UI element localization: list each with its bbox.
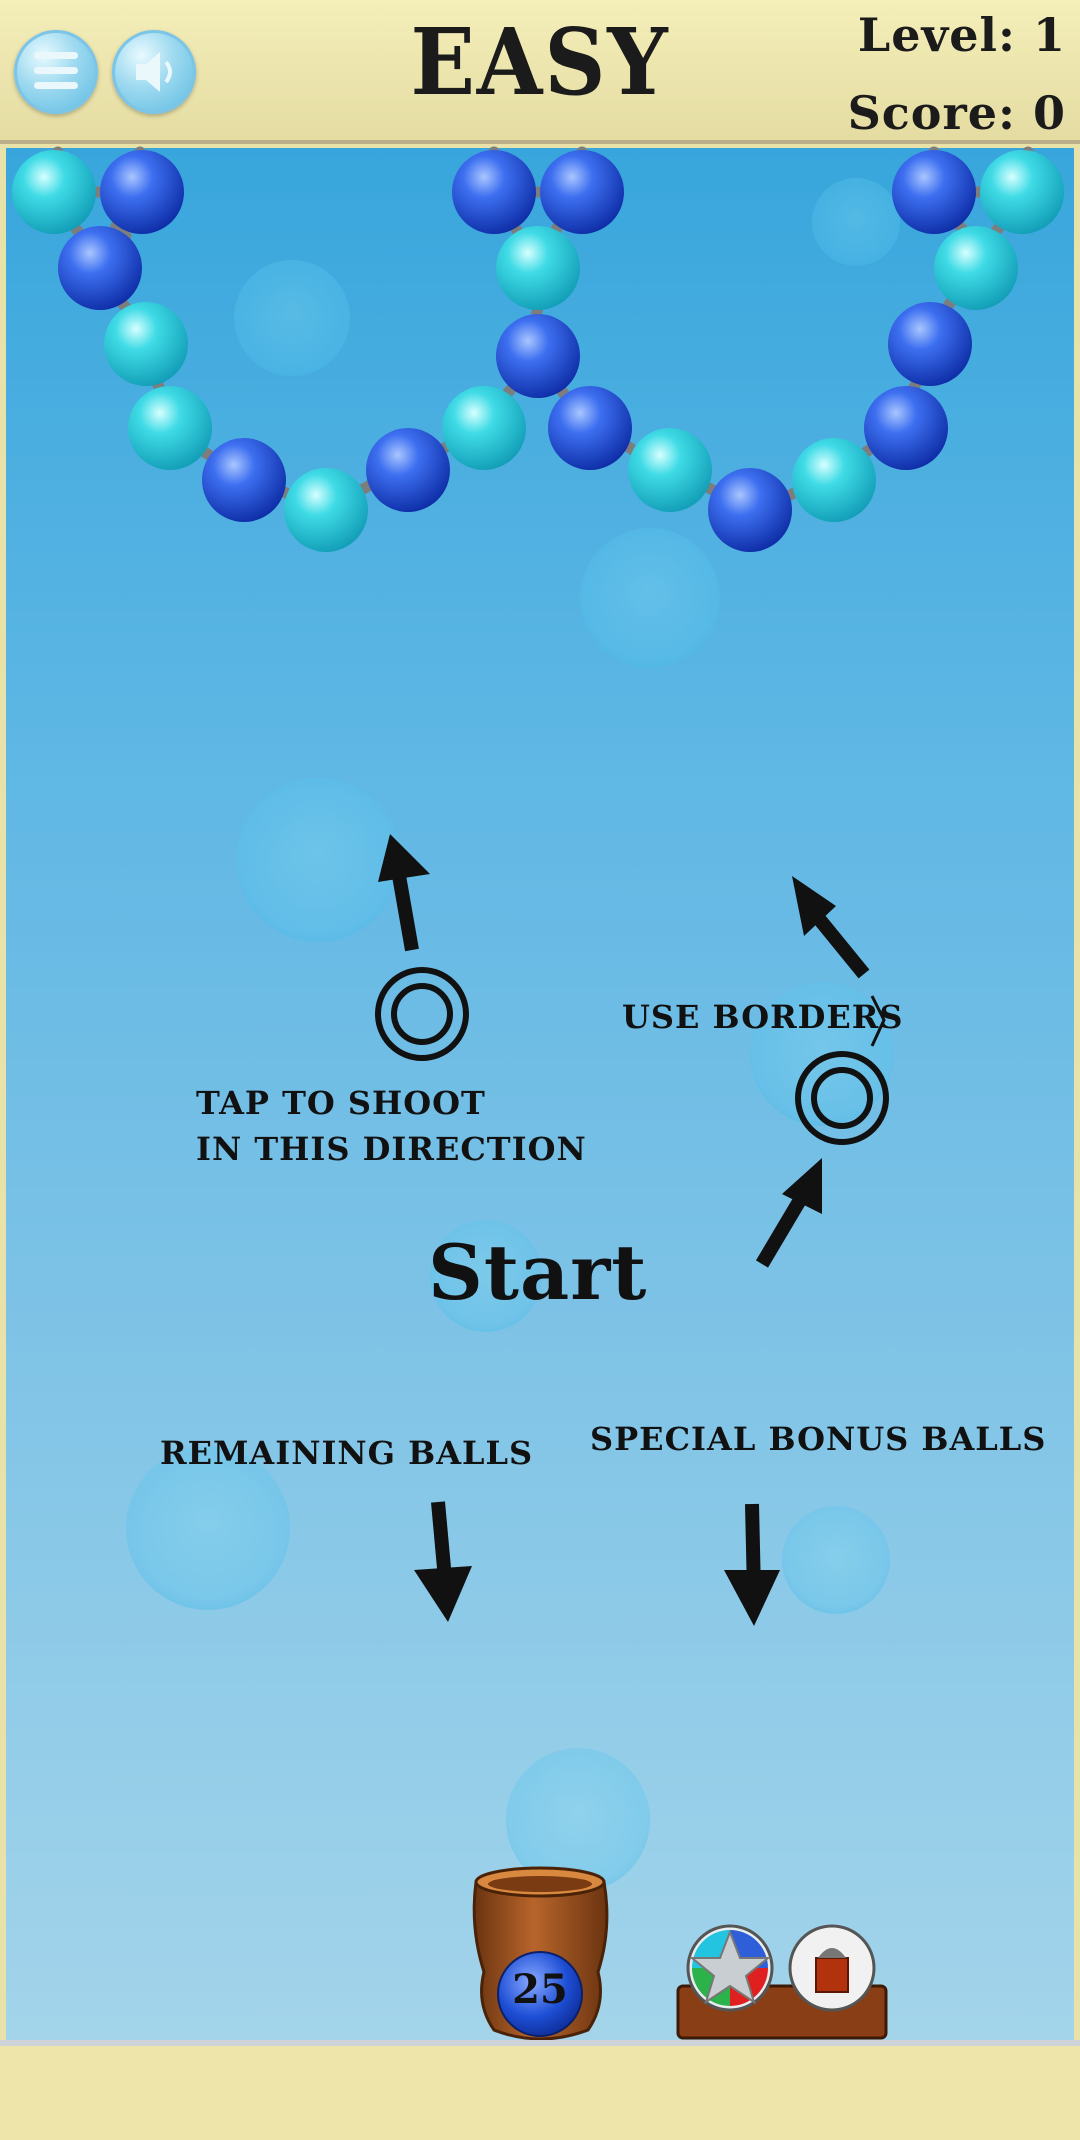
bomb-ball-icon[interactable]	[788, 1924, 876, 2012]
ball-dark	[540, 150, 624, 234]
hint-tap-to-shoot: TAP TO SHOOT IN THIS DIRECTION	[196, 1080, 587, 1172]
ball-light	[792, 438, 876, 522]
ball-dark	[100, 150, 184, 234]
bg-bubble	[236, 778, 400, 942]
ball-light	[104, 302, 188, 386]
bg-bubble	[506, 1748, 650, 1892]
remaining-ball-icon	[497, 1951, 583, 2037]
ball-dark	[58, 226, 142, 310]
background-bubbles	[126, 178, 900, 1892]
ball-light	[12, 150, 96, 234]
ball-dark	[366, 428, 450, 512]
ball-dark	[496, 314, 580, 398]
difficulty-title: EASY	[410, 8, 670, 116]
star-ball-icon[interactable]	[686, 1924, 774, 2012]
arrow-up-left	[792, 876, 870, 979]
ball-light	[934, 226, 1018, 310]
ball-dark	[708, 468, 792, 552]
arrow-down-bonus	[724, 1503, 780, 1626]
level-indicator: Level: 1	[857, 8, 1066, 62]
arrow-down-remaining	[414, 1501, 472, 1622]
bg-bubble	[580, 528, 720, 668]
shooter-target-right	[795, 1051, 889, 1145]
hint-special-bonus-balls: SPECIAL BONUS BALLS	[590, 1420, 1047, 1458]
ball-dark	[548, 386, 632, 470]
ball-light	[284, 468, 368, 552]
bg-bubble	[430, 1220, 542, 1332]
ball-light	[128, 386, 212, 470]
menu-button[interactable]	[14, 30, 98, 114]
speaker-icon	[136, 52, 172, 92]
bg-bubble	[782, 1506, 890, 1614]
shooter-target-left	[375, 967, 469, 1061]
ball-dark	[452, 150, 536, 234]
hint-remaining-balls: REMAINING BALLS	[160, 1434, 534, 1472]
hint-tap-to-shoot-line2: IN THIS DIRECTION	[196, 1130, 587, 1168]
score-indicator: Score: 0	[847, 86, 1066, 140]
bg-bubble	[750, 982, 894, 1126]
ball-light	[442, 386, 526, 470]
ball-light	[980, 150, 1064, 234]
ball-light	[628, 428, 712, 512]
ball-chain	[12, 150, 1064, 552]
start-button[interactable]: Start	[428, 1228, 648, 1317]
arrow-up-right	[755, 1158, 822, 1268]
ball-dark	[888, 302, 972, 386]
ball-dark	[864, 386, 948, 470]
bg-bubble	[126, 1446, 290, 1610]
arrow-up	[378, 834, 430, 952]
menu-icon	[34, 52, 78, 92]
ball-dark	[892, 150, 976, 234]
border-bounce-mark	[870, 995, 886, 1047]
bg-bubble	[234, 260, 350, 376]
hint-use-borders: USE BORDERS	[622, 998, 904, 1036]
ball-dark	[202, 438, 286, 522]
ball-light	[496, 226, 580, 310]
remaining-balls-count: 25	[512, 1966, 568, 2013]
top-bar: EASY Level: 1 Score: 0	[0, 0, 1080, 144]
bottom-bar	[0, 2040, 1080, 2140]
hint-tap-to-shoot-line1: TAP TO SHOOT	[196, 1084, 486, 1122]
sound-button[interactable]	[112, 30, 196, 114]
bg-bubble	[812, 178, 900, 266]
